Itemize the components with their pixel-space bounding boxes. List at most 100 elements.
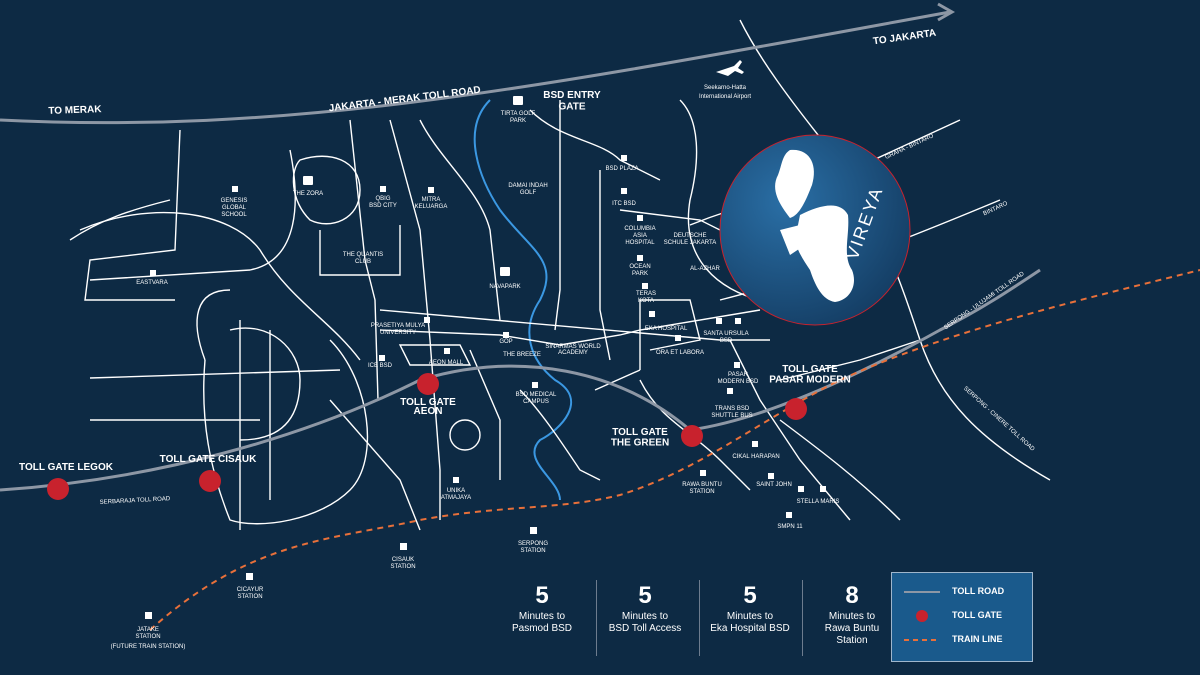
- landmark-markers: [145, 96, 826, 619]
- label-to-merak: TO MERAK: [48, 104, 102, 117]
- landmark-icon: [532, 382, 538, 388]
- toll-road-line-icon: [904, 591, 940, 593]
- landmark-icon: [513, 96, 523, 105]
- landmark-icon: [530, 527, 537, 534]
- landmark-icon: [768, 473, 774, 479]
- place-label: (FUTURE TRAIN STATION): [111, 644, 186, 650]
- airplane-icon: [716, 60, 744, 76]
- label-to-jakarta: TO JAKARTA: [872, 28, 936, 48]
- landmark-icon: [453, 477, 459, 483]
- stat-toll-access: 5 Minutes to BSD Toll Access: [593, 583, 697, 635]
- stat-number: 8: [845, 582, 859, 609]
- landmark-icon: [642, 283, 648, 289]
- legend-toll-road: TOLL ROAD: [902, 585, 1027, 599]
- legend-toll-gate: TOLL GATE: [902, 609, 1027, 623]
- label-serpong-ulujami: SERPONG - ULUJAMI TOLL ROAD: [943, 271, 1026, 332]
- toll-gate-the-green: [681, 425, 703, 447]
- landmark-icon: [727, 388, 733, 394]
- place-label: ICE BSD: [368, 363, 393, 369]
- label-serpong-cinere: SERPONG - CINERE TOLL ROAD: [962, 386, 1036, 453]
- legend-label: TRAIN LINE: [952, 634, 1003, 644]
- label-graha-bintaro: GRAHA - BINTARO: [884, 133, 934, 161]
- stat-number: 5: [638, 582, 652, 609]
- landmark-icon: [503, 332, 509, 338]
- stat-text: Minutes to BSD Toll Access: [608, 611, 682, 634]
- stat-eka-hospital: 5 Minutes to Eka Hospital BSD: [698, 583, 802, 635]
- place-label: THE ZORA: [293, 191, 323, 197]
- river: [473, 99, 573, 501]
- landmark-icon: [428, 187, 434, 193]
- landmark-icon: [637, 255, 643, 261]
- landmark-icon: [379, 355, 385, 361]
- place-label: THE BREEZE: [503, 352, 541, 358]
- landmark-icon: [735, 318, 741, 324]
- toll-gate-cisauk: [199, 470, 221, 492]
- landmark-icon: [649, 311, 655, 317]
- landmark-icon: [637, 215, 643, 221]
- train-line-dash-icon: [904, 639, 940, 641]
- place-label: SAINT JOHN: [756, 482, 792, 488]
- place-label: AL-AZHAR: [690, 266, 720, 272]
- label-bintaro: BINTARO: [982, 201, 1009, 218]
- toll-gate-legok: [47, 478, 69, 500]
- stat-pasmod: 5 Minutes to Pasmod BSD: [490, 583, 594, 635]
- toll-gate-aeon: [417, 373, 439, 395]
- landmark-icon: [752, 441, 758, 447]
- place-label: GOP: [499, 339, 512, 345]
- landmark-icon: [380, 186, 386, 192]
- landmark-icon: [675, 335, 681, 341]
- place-label: EASTVARA: [136, 280, 168, 286]
- landmark-icon: [232, 186, 238, 192]
- stat-rawa-buntu: 8 Minutes to Rawa Buntu Station: [800, 583, 904, 647]
- vireya-highlight: [719, 134, 911, 326]
- landmark-icon: [786, 512, 792, 518]
- toll-roads: [0, 10, 1041, 492]
- stat-number: 5: [743, 582, 757, 609]
- divider: [699, 580, 700, 656]
- landmark-icon: [716, 318, 722, 324]
- landmark-icon: [150, 270, 156, 276]
- place-label: STELLA MARIS: [797, 499, 840, 505]
- toll-gates: [47, 373, 807, 500]
- landmark-icon: [303, 176, 313, 185]
- landmark-icon: [820, 486, 826, 492]
- stat-text: Minutes to Pasmod BSD: [511, 611, 573, 634]
- landmark-icon: [500, 267, 510, 276]
- landmark-icon: [621, 188, 627, 194]
- divider: [596, 580, 597, 656]
- landmark-icon: [145, 612, 152, 619]
- place-label: ORA ET LABORA: [656, 350, 704, 356]
- stat-number: 5: [535, 582, 549, 609]
- landmark-icon: [246, 573, 253, 580]
- landmark-icon: [734, 362, 740, 368]
- place-label: ITC BSD: [612, 201, 636, 207]
- train-line: [149, 269, 1200, 631]
- label-toll-gate-legok: TOLL GATE LEGOK: [19, 462, 114, 473]
- map-legend: TOLL ROAD TOLL GATE TRAIN LINE: [891, 572, 1033, 662]
- stat-text: Minutes to Eka Hospital BSD: [710, 611, 790, 634]
- landmark-icon: [444, 348, 450, 354]
- label-serbaraja: SERBARAJA TOLL ROAD: [100, 496, 171, 506]
